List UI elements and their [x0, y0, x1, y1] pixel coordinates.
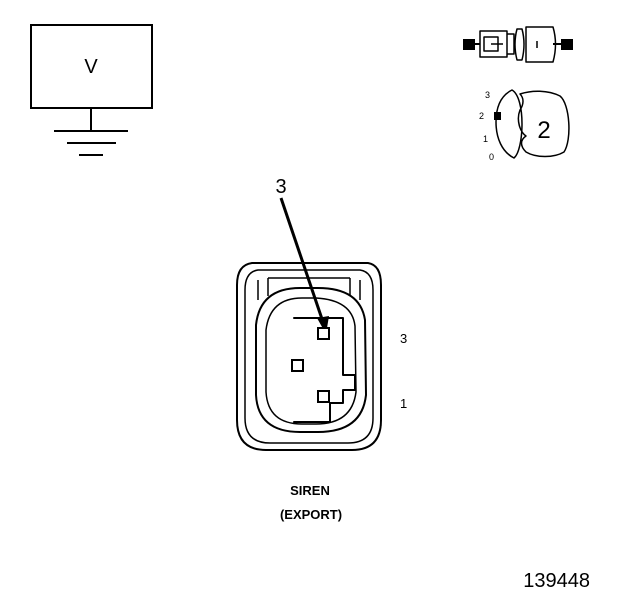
pin-label-1: 1: [400, 396, 407, 411]
ignition-switch-icon: 3 2 1 0 2: [479, 89, 570, 162]
siren-connector-face: 3 1: [236, 262, 407, 451]
ignition-position-2: 2: [479, 111, 484, 121]
pin-cavity-1: [317, 390, 330, 403]
pin-label-3: 3: [400, 331, 407, 346]
ignition-position-marker: [494, 112, 501, 120]
pin-callout: 3: [275, 176, 329, 334]
callout-arrow-line: [279, 197, 325, 323]
pin-cavity-2: [291, 359, 304, 372]
callout-label: 3: [275, 176, 286, 198]
ignition-position-0: 0: [489, 152, 494, 162]
connector-variant: (EXPORT): [280, 507, 342, 522]
connector-disconnect-icon: [463, 26, 573, 63]
ignition-position-3: 3: [485, 90, 490, 100]
ignition-selected-position: 2: [537, 117, 550, 144]
pin-cavity-3: [317, 327, 330, 340]
ignition-position-1: 1: [483, 134, 488, 144]
voltmeter-label: V: [84, 56, 98, 78]
connector-name: SIREN: [290, 483, 330, 498]
voltmeter-symbol: V: [30, 24, 153, 156]
figure-number: 139448: [523, 570, 590, 592]
